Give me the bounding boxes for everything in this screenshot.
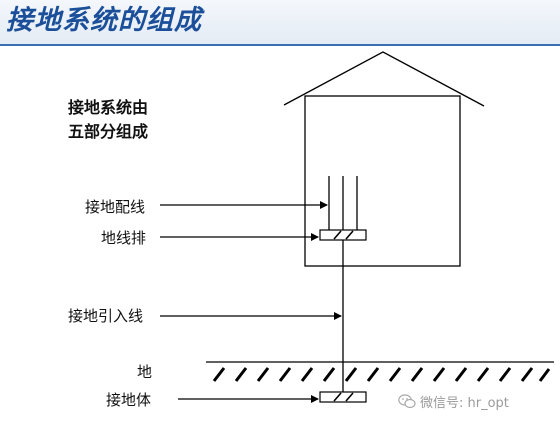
label-ground-electrode: 接地体 — [106, 391, 152, 409]
house-roof — [283, 51, 485, 107]
grounding-conductors — [328, 176, 358, 230]
ground-bus-bar — [319, 229, 367, 241]
label-grounding-conductor: 接地配线 — [85, 198, 146, 216]
intro-text: 接地系统由 五部分组成 — [68, 96, 148, 144]
page-title: 接地系统的组成 — [6, 5, 202, 36]
title-bar — [0, 0, 560, 46]
watermark: 微信号: hr_opt — [398, 392, 509, 411]
label-ground-bus: 地线排 — [101, 229, 147, 247]
label-ground: 地 — [137, 363, 153, 381]
ground-electrode — [319, 391, 367, 403]
intro-line-1: 接地系统由 — [68, 98, 149, 117]
label-lead-in-wire: 接地引入线 — [68, 307, 144, 325]
title-divider — [0, 44, 560, 46]
ground-surface — [206, 361, 554, 382]
wechat-icon — [398, 394, 416, 409]
watermark-text: 微信号: hr_opt — [420, 396, 509, 411]
intro-line-2: 五部分组成 — [68, 122, 149, 141]
house-body — [304, 95, 461, 267]
